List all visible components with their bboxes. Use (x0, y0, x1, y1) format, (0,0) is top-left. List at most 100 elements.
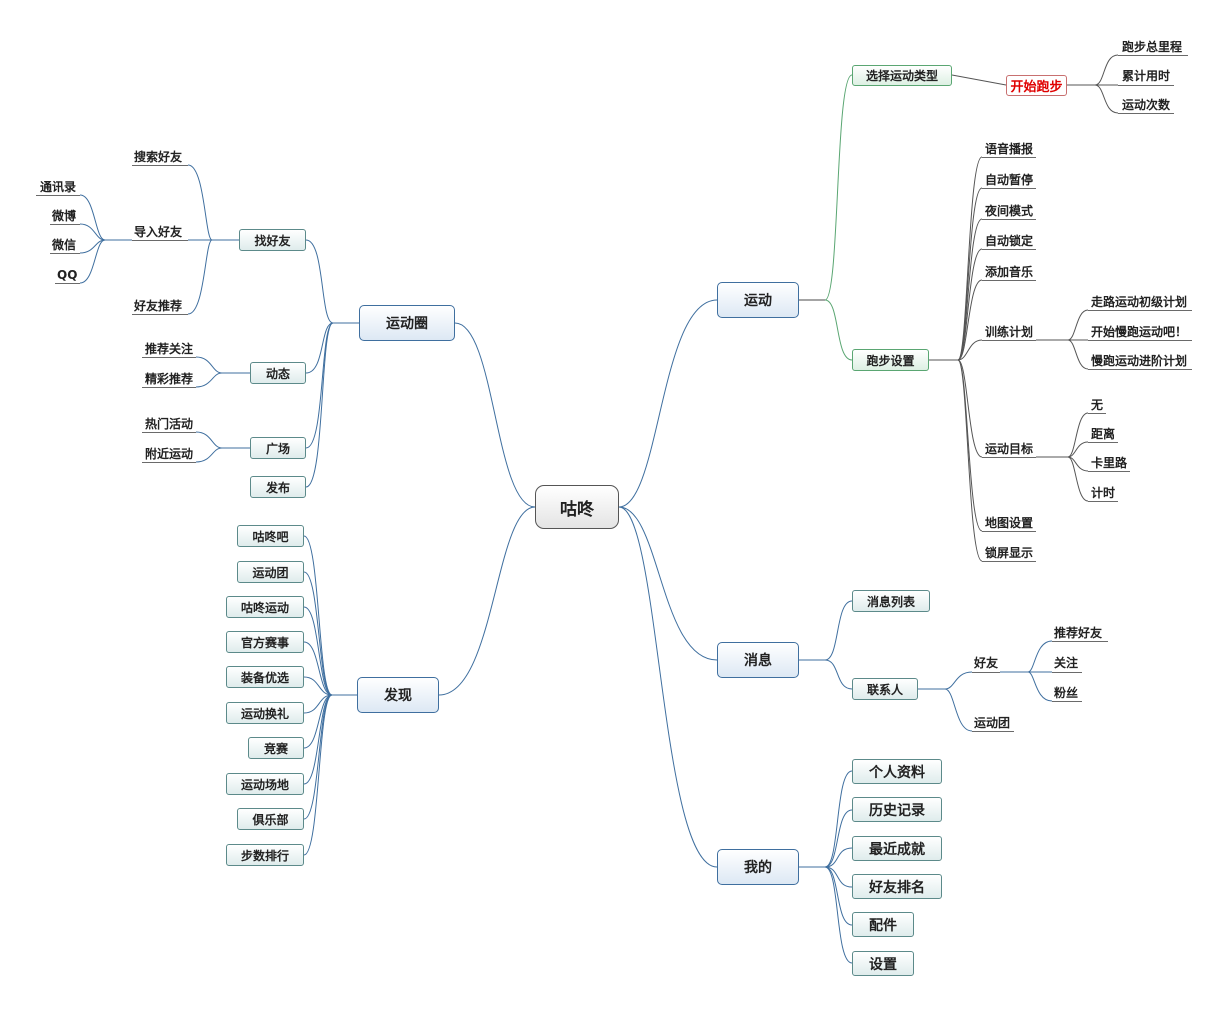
underline (36, 195, 80, 196)
setting-music: 添加音乐 (985, 265, 1034, 279)
setting-map: 地图设置 (985, 516, 1034, 530)
node-publish[interactable]: 发布 (250, 476, 306, 498)
node-sport-team[interactable]: 运动团 (237, 561, 304, 583)
label-contacts: 通讯录 (40, 180, 77, 194)
plan-start-jog: 开始慢跑运动吧！ (1091, 325, 1188, 339)
label-total-time: 累计用时 (1122, 69, 1171, 83)
target-distance: 距离 (1091, 427, 1116, 441)
target-calorie: 卡里路 (1091, 456, 1128, 470)
underline (132, 165, 188, 166)
underline (982, 188, 1036, 189)
node-club[interactable]: 俱乐部 (237, 808, 304, 830)
node-gudong-bar[interactable]: 咕咚吧 (237, 525, 304, 547)
underline (1088, 501, 1118, 502)
node-dynamic[interactable]: 动态 (250, 362, 306, 384)
node-achievement[interactable]: 最近成就 (852, 836, 942, 861)
node-run-settings[interactable]: 跑步设置 (852, 349, 929, 371)
node-wode[interactable]: 我的 (717, 849, 799, 885)
underline (982, 340, 1036, 341)
underline (982, 561, 1036, 562)
underline (142, 462, 196, 463)
label-qq: QQ (57, 268, 78, 282)
underline (132, 240, 188, 241)
setting-autolock: 自动锁定 (985, 234, 1034, 248)
label-team: 运动团 (974, 716, 1011, 730)
underline (1052, 701, 1082, 702)
underline (132, 314, 188, 315)
underline (50, 224, 80, 225)
node-xiaoxi[interactable]: 消息 (717, 642, 799, 678)
underline (142, 357, 196, 358)
underline (982, 457, 1036, 458)
setting-training: 训练计划 (985, 325, 1034, 339)
underline (1052, 672, 1082, 673)
underline (142, 387, 196, 388)
node-start-run[interactable]: 开始跑步 (1006, 75, 1067, 96)
label-hot-activities: 热门活动 (145, 417, 194, 431)
underline (1088, 471, 1130, 472)
root-node[interactable]: 咕咚 (535, 485, 619, 529)
node-step-rank[interactable]: 步数排行 (226, 844, 304, 866)
underline (1088, 442, 1118, 443)
underline (982, 280, 1036, 281)
label-recommend-friends: 推荐好友 (1054, 626, 1103, 640)
node-history[interactable]: 历史记录 (852, 797, 942, 822)
label-recommend-follow: 推荐关注 (145, 342, 194, 356)
node-exchange[interactable]: 运动换礼 (226, 702, 304, 724)
setting-autopause: 自动暂停 (985, 173, 1034, 187)
underline (1088, 369, 1192, 370)
node-competition[interactable]: 竞赛 (248, 737, 304, 759)
label-friends: 好友 (974, 656, 999, 670)
label-featured: 精彩推荐 (145, 372, 194, 386)
node-quan[interactable]: 运动圈 (359, 305, 455, 341)
label-fans: 粉丝 (1054, 686, 1079, 700)
underline (1088, 413, 1106, 414)
node-select-type[interactable]: 选择运动类型 (852, 65, 952, 86)
node-accessories[interactable]: 配件 (852, 912, 914, 937)
underline (50, 253, 80, 254)
underline (972, 731, 1014, 732)
underline (982, 249, 1036, 250)
node-settings[interactable]: 设置 (852, 951, 914, 976)
node-square[interactable]: 广场 (250, 437, 306, 459)
node-gudong-sport[interactable]: 咕咚运动 (226, 596, 304, 618)
target-none: 无 (1091, 398, 1104, 412)
label-wechat: 微信 (52, 238, 77, 252)
node-message-list[interactable]: 消息列表 (852, 590, 930, 612)
node-yundong[interactable]: 运动 (717, 282, 799, 318)
label-import-friends: 导入好友 (134, 225, 183, 239)
underline (1052, 641, 1108, 642)
underline (982, 219, 1036, 220)
node-official-events[interactable]: 官方赛事 (226, 631, 304, 653)
underline (55, 283, 80, 284)
setting-lockscreen: 锁屏显示 (985, 546, 1034, 560)
underline (972, 672, 1000, 673)
plan-walk-beginner: 走路运动初级计划 (1091, 295, 1188, 309)
node-gear[interactable]: 装备优选 (226, 666, 304, 688)
label-follow: 关注 (1054, 656, 1079, 670)
setting-voice: 语音播报 (985, 142, 1034, 156)
underline (142, 432, 196, 433)
plan-jog-advanced: 慢跑运动进阶计划 (1091, 354, 1188, 368)
label-weibo: 微博 (52, 209, 77, 223)
setting-night: 夜间模式 (985, 204, 1034, 218)
node-find-friends[interactable]: 找好友 (239, 229, 306, 251)
node-faxian[interactable]: 发现 (357, 677, 439, 713)
label-friend-recommend: 好友推荐 (134, 299, 183, 313)
label-search-friends: 搜索好友 (134, 150, 183, 164)
underline (982, 531, 1036, 532)
target-time: 计时 (1091, 486, 1116, 500)
label-run-total-distance: 跑步总里程 (1122, 40, 1183, 54)
label-run-count: 运动次数 (1122, 98, 1171, 112)
node-profile[interactable]: 个人资料 (852, 759, 942, 784)
underline (1118, 55, 1188, 56)
label-nearby: 附近运动 (145, 447, 194, 461)
underline (1088, 340, 1192, 341)
underline (1118, 113, 1174, 114)
underline (1088, 310, 1192, 311)
setting-target: 运动目标 (985, 442, 1034, 456)
node-contacts[interactable]: 联系人 (852, 678, 918, 700)
node-venues[interactable]: 运动场地 (226, 773, 304, 795)
node-friend-rank[interactable]: 好友排名 (852, 874, 942, 899)
